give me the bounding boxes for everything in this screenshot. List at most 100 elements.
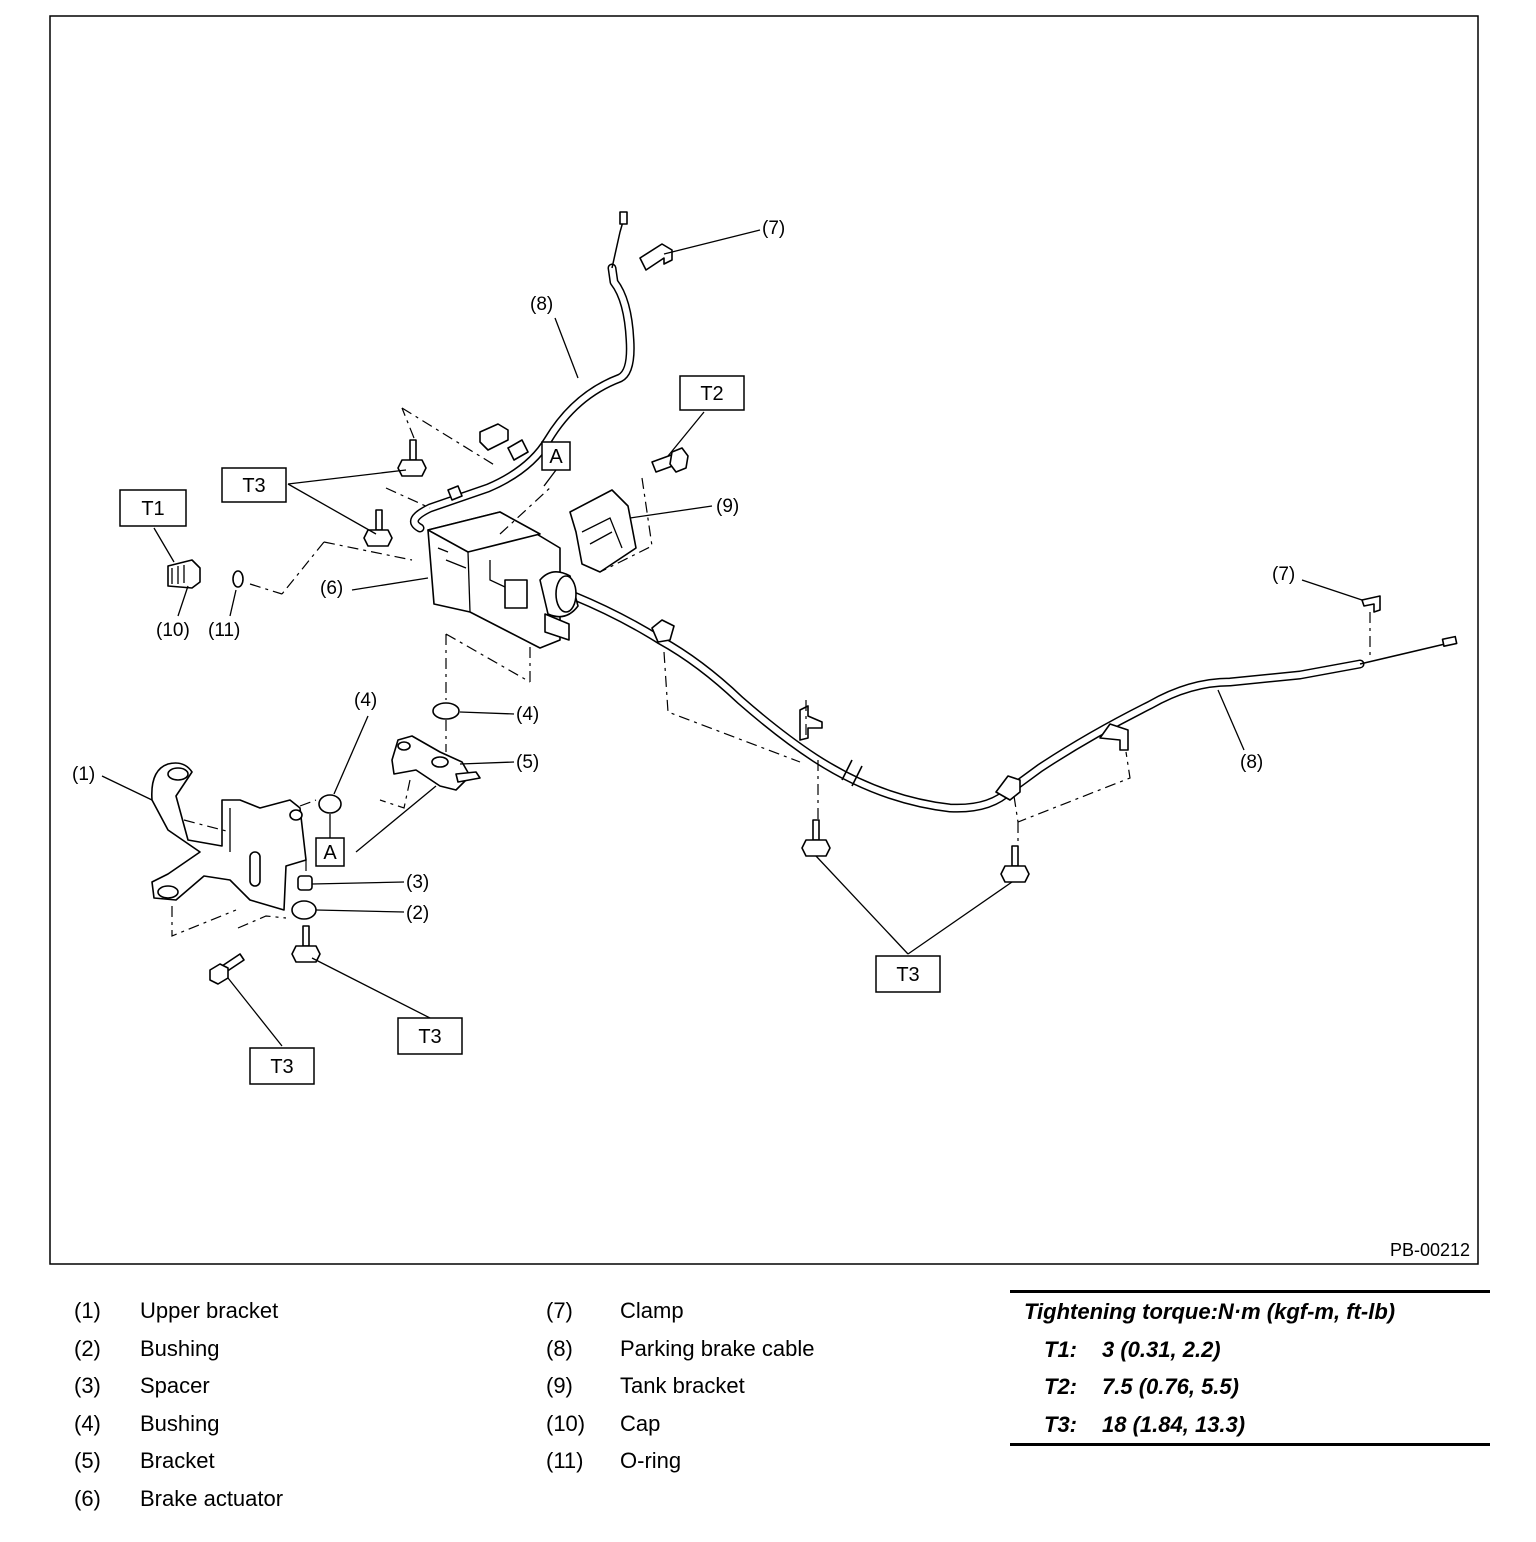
- torque-row: T3: 18 (1.84, 13.3): [1010, 1406, 1490, 1444]
- legend-number: (10): [546, 1410, 586, 1436]
- svg-text:A: A: [549, 446, 563, 468]
- clamp-lower: [1361, 595, 1381, 613]
- diagram-frame: [49, 15, 1479, 1265]
- callout-4-bracket: (4): [354, 690, 377, 711]
- assembly-dashed-lines: [171, 407, 1371, 937]
- callout-7-lower: (7): [1272, 564, 1295, 585]
- box-a-top: A: [541, 441, 571, 471]
- legend-name: Clamp: [620, 1298, 684, 1323]
- legend-name: Tank bracket: [620, 1373, 745, 1399]
- upper-bracket: [151, 762, 307, 911]
- legend-row: (2)Bushing: [74, 1330, 283, 1368]
- box-t3-bolt-right: T3: [397, 1017, 463, 1055]
- legend-name: Brake actuator: [140, 1485, 284, 1511]
- legend-name: Upper bracket: [140, 1298, 279, 1323]
- legend-number: (8): [546, 1335, 573, 1361]
- callout-1: (1): [72, 764, 95, 785]
- torque-value: 18 (1.84, 13.3): [1102, 1411, 1246, 1437]
- legend-row: (11) O-ring: [546, 1442, 814, 1480]
- box-a-bottom: A: [315, 837, 345, 867]
- callout-11: (11): [208, 620, 240, 641]
- torque-row: T2: 7.5 (0.76, 5.5): [1010, 1368, 1490, 1406]
- parking-brake-cable-upper: [410, 211, 635, 533]
- box-t3-cable: T3: [875, 955, 941, 993]
- legend-row: (8) Parking brake cable: [546, 1330, 814, 1368]
- legend-number: (3): [74, 1373, 101, 1399]
- legend-name: Bushing: [140, 1410, 220, 1436]
- legend-number: (5): [74, 1448, 101, 1474]
- legend-number: (11): [546, 1448, 584, 1474]
- bolt-bracket-lower-right: [291, 925, 321, 963]
- bolt-t2: [651, 447, 689, 473]
- svg-text:T1: T1: [141, 498, 164, 520]
- clamp-cable-bracket: [479, 423, 509, 451]
- tank-bracket: [569, 489, 637, 573]
- callout-7-upper: (7): [762, 218, 785, 239]
- callout-9: (9): [716, 496, 739, 517]
- bushing-upper: [432, 702, 460, 720]
- legend-row: (1) Upper bracket: [74, 1292, 283, 1330]
- spacer: [297, 875, 313, 891]
- legend-name: Bracket: [140, 1448, 215, 1474]
- torque-value: 7.5 (0.76, 5.5): [1102, 1374, 1239, 1400]
- legend-name: Parking brake cable: [620, 1335, 815, 1361]
- legend-number: (9): [546, 1373, 573, 1399]
- clamp-upper: [639, 243, 673, 271]
- legend-number: (6): [74, 1485, 101, 1511]
- svg-text:T3: T3: [242, 475, 265, 497]
- bushing-bracket: [318, 794, 342, 814]
- legend-row: (9) Tank bracket: [546, 1367, 814, 1405]
- bolt-actuator-upper: [397, 439, 427, 477]
- parts-legend-left: (1)Upper bracket (2)Bushing (3)Spacer (4…: [74, 1292, 283, 1518]
- torque-table: Tightening torque:N·m (kgf-m, ft-lb) T1:…: [1010, 1290, 1490, 1447]
- legend-row: (10) Cap: [546, 1405, 814, 1443]
- bolt-actuator-lower: [363, 509, 393, 547]
- box-t3-actuator: T3: [221, 467, 287, 503]
- svg-text:T2: T2: [700, 383, 723, 405]
- svg-text:T3: T3: [270, 1056, 293, 1078]
- legend-name: Cap: [620, 1410, 661, 1436]
- bolt-cable-right: [1000, 845, 1030, 883]
- cap: [167, 559, 201, 589]
- parts-legend-middle: (7) Clamp (8) Parking brake cable (9) Tank …: [546, 1292, 814, 1480]
- callout-8-lower: (8): [1240, 752, 1263, 773]
- callout-3: (3): [406, 872, 429, 893]
- torque-code: T3:: [1044, 1411, 1077, 1437]
- legend-row: (4) Bushing: [74, 1405, 283, 1443]
- callout-4-actuator: (4): [516, 704, 539, 725]
- legend-number: (4): [74, 1410, 101, 1436]
- bushing-lower: [291, 900, 317, 920]
- cable-bracket-2: [799, 705, 823, 741]
- box-t1: T1: [119, 489, 187, 527]
- legend-name: O-ring: [620, 1448, 682, 1474]
- svg-text:T3: T3: [418, 1026, 441, 1048]
- bracket: [391, 735, 481, 791]
- box-t2: T2: [679, 375, 745, 411]
- callout-5: (5): [516, 752, 539, 773]
- torque-title: Tightening torque:N·m (kgf-m, ft-lb): [1024, 1299, 1396, 1324]
- callout-6: (6): [320, 578, 343, 599]
- torque-code: T1:: [1044, 1336, 1077, 1362]
- bolt-cable-left: [801, 819, 831, 857]
- callout-8-upper: (8): [530, 294, 553, 315]
- svg-text:A: A: [323, 842, 337, 864]
- brake-actuator: [427, 511, 579, 649]
- legend-row: (5) Bracket: [74, 1442, 283, 1480]
- box-t3-bolt-left: T3: [249, 1047, 315, 1085]
- o-ring: [232, 570, 244, 588]
- legend-row: (6) Brake actuator: [74, 1480, 283, 1518]
- cable-bracket-3: [995, 775, 1021, 801]
- legend-number: (1): [74, 1298, 101, 1323]
- cable-bracket-4: [1099, 723, 1129, 751]
- torque-row: T1: 3 (0.31, 2.2): [1010, 1331, 1490, 1369]
- legend-number: (2): [74, 1335, 101, 1361]
- torque-value: 3 (0.31, 2.2): [1102, 1336, 1221, 1362]
- torque-code: T2:: [1044, 1374, 1077, 1400]
- legend-row: (7) Clamp: [546, 1292, 814, 1330]
- figure-code: PB-00212: [1390, 1240, 1470, 1260]
- bolt-bracket-lower-left: [209, 953, 245, 985]
- exploded-diagram: T2 T3 T1 A A T3 T3 T3 (7) (8) (9) (6) (1…: [49, 15, 1479, 1265]
- cable-bracket-1: [651, 619, 675, 643]
- svg-text:T3: T3: [896, 964, 919, 986]
- legend-number: (7): [546, 1298, 573, 1323]
